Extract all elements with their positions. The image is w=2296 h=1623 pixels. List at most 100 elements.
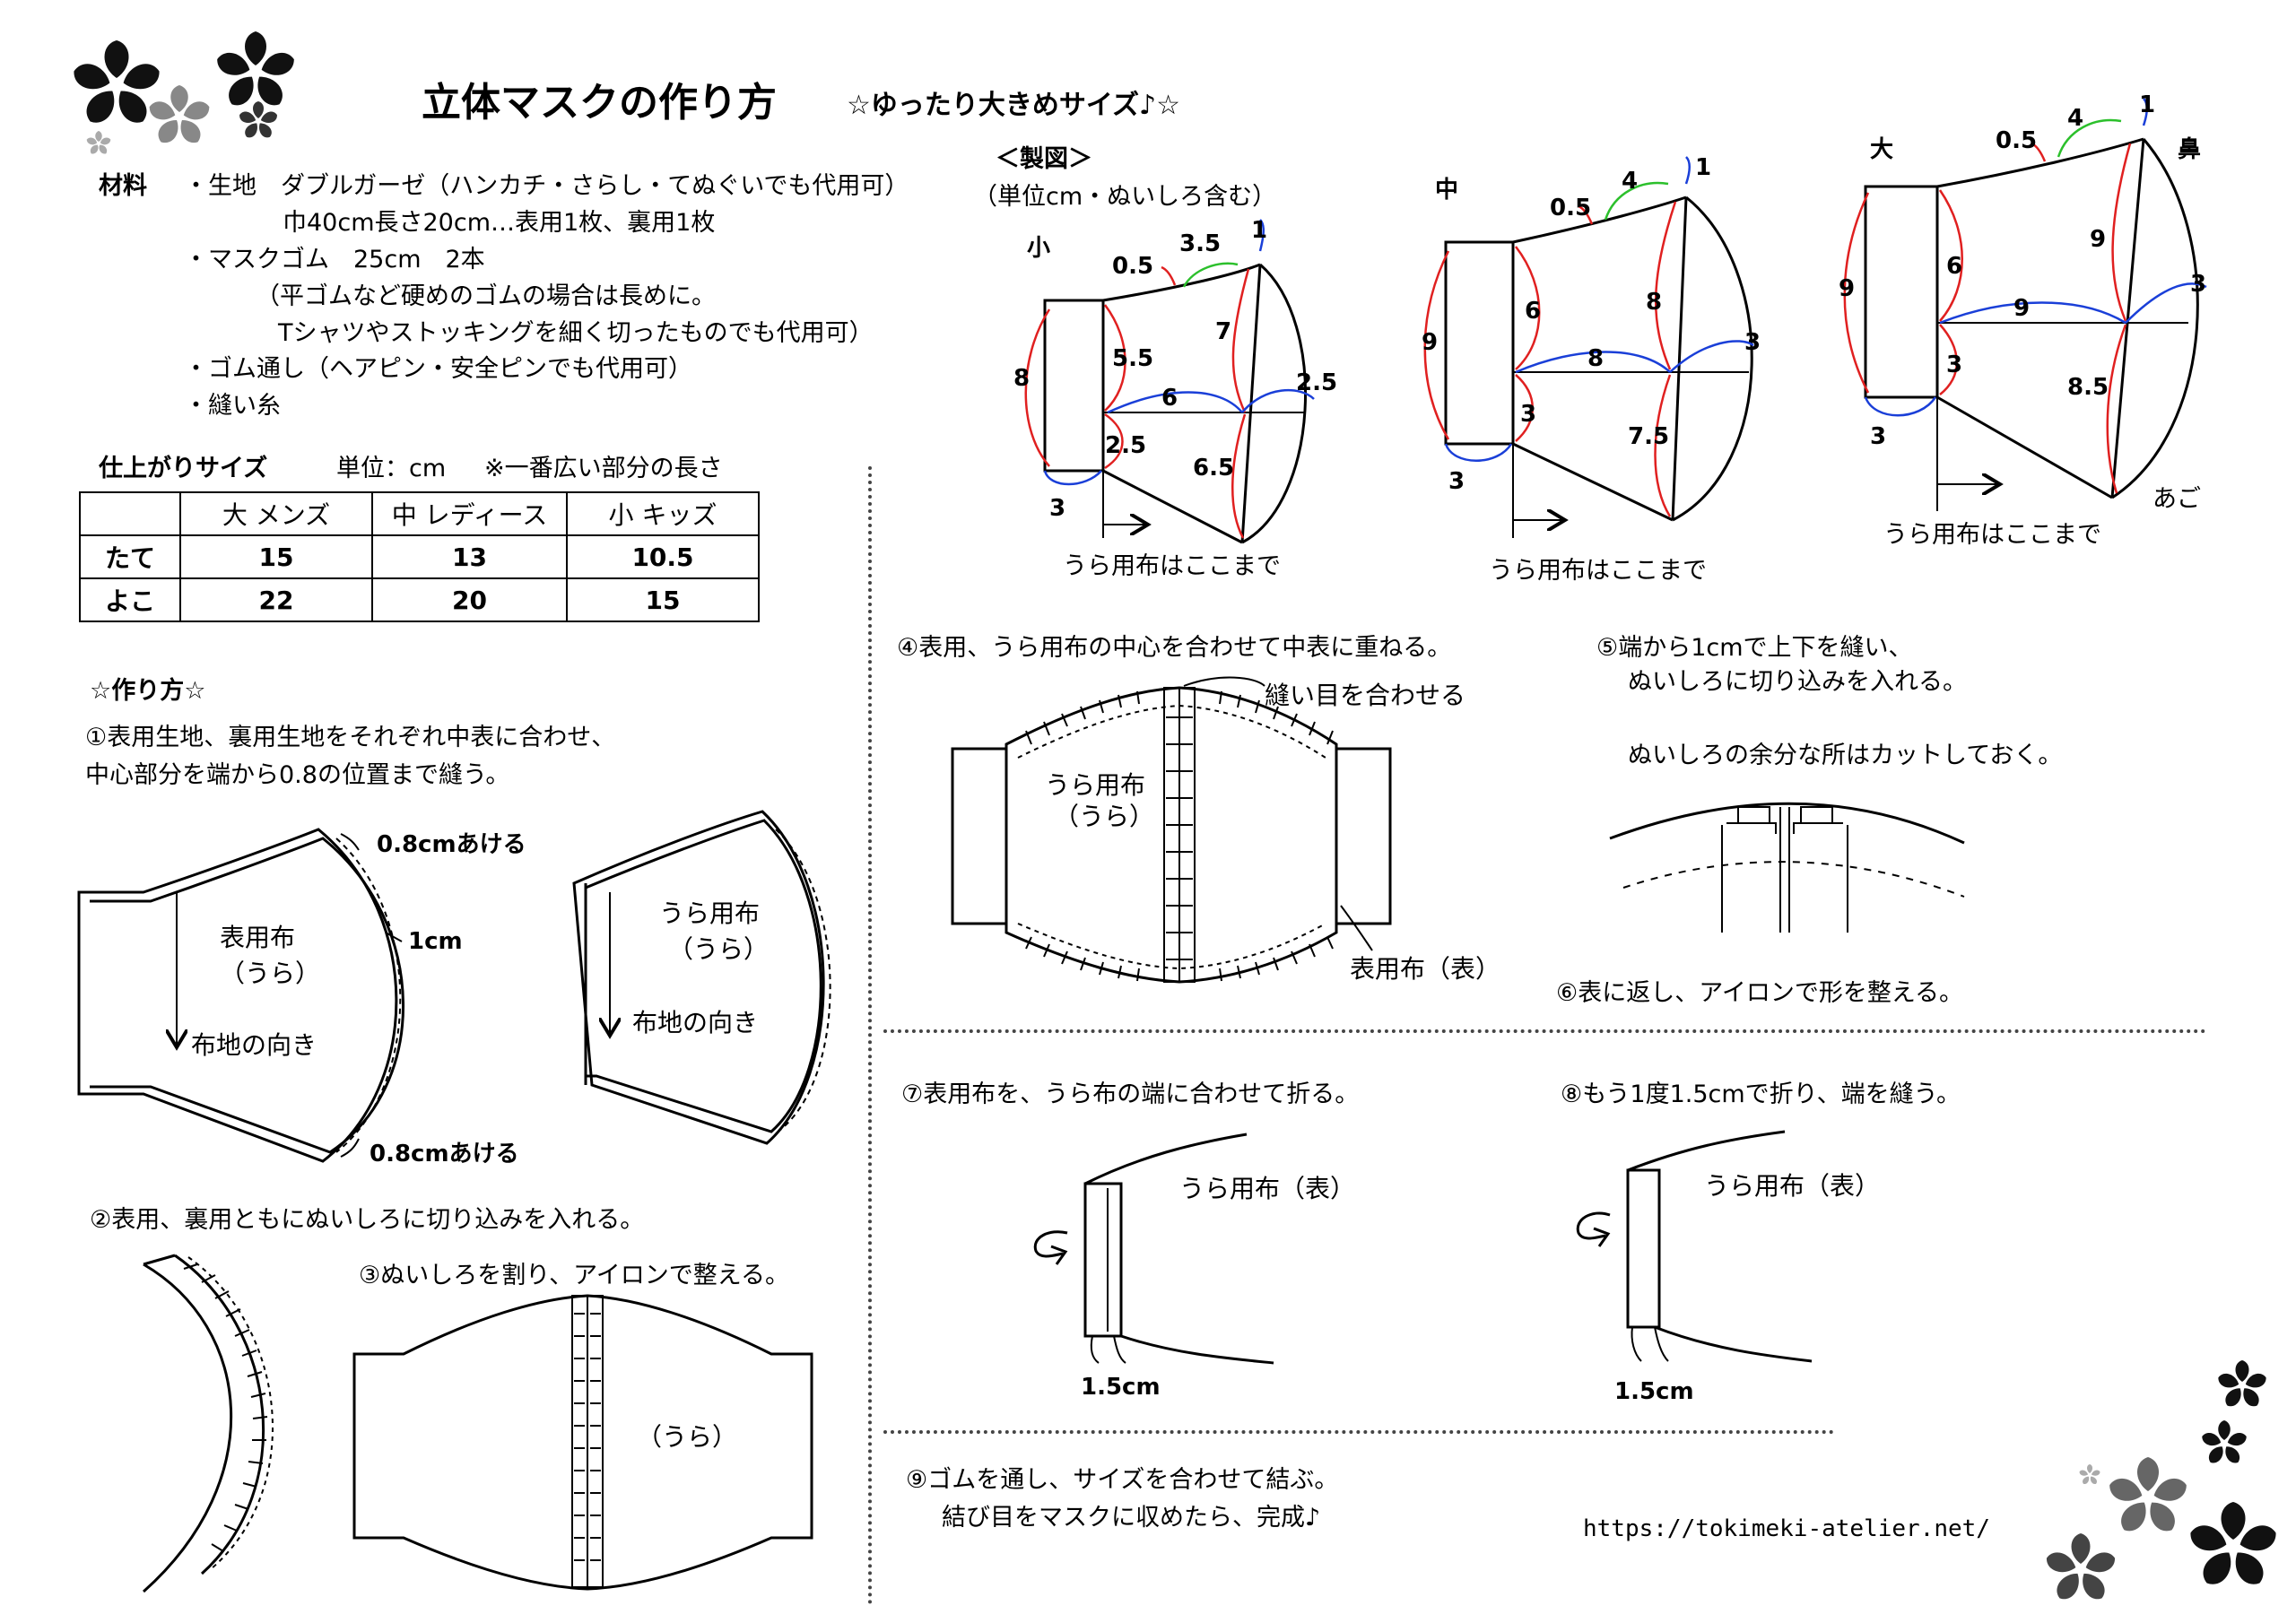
pattern-medium-label: 中 xyxy=(1435,177,1458,204)
front-label: 表用布 xyxy=(220,923,295,952)
step4-mask xyxy=(951,676,1392,984)
lining-end-label: うら用布はここまで xyxy=(1489,557,1707,585)
dim-label: 8.5 xyxy=(2067,374,2109,401)
dim-label: 3 xyxy=(1049,495,1065,522)
dim-label: 8 xyxy=(1646,289,1662,316)
step5-text: ぬいしろに切り込みを入れる。 xyxy=(1628,668,1967,696)
grain-label: 布地の向き xyxy=(191,1030,317,1060)
dim-label: 3.5 xyxy=(1179,230,1221,257)
divider xyxy=(883,1430,1834,1434)
dim-label: 9 xyxy=(1839,275,1855,302)
step8-text: ⑧もう1度1.5cmで折り、端を縫う。 xyxy=(1561,1081,1961,1108)
lining-label: うら用布 xyxy=(1045,770,1145,800)
page-title: 立体マスクの作り方 xyxy=(422,80,777,126)
dim-label: 3 xyxy=(1946,352,1962,378)
dim-label: 3 xyxy=(2190,271,2206,298)
dim-label: 2.5 xyxy=(1296,369,1337,396)
step1-front-piece xyxy=(77,828,404,1163)
dim-label: 4 xyxy=(1622,168,1638,195)
pattern-small-label: 小 xyxy=(1027,235,1050,262)
width-label: 1.5cm xyxy=(1614,1378,1694,1405)
step1-text: 中心部分を端から0.8の位置まで縫う。 xyxy=(85,761,510,789)
divider xyxy=(868,466,872,1605)
sakura-decoration-icon xyxy=(74,31,294,154)
materials-line: 巾40cm長さ20cm…表用1枚、裏用1枚 xyxy=(283,209,716,237)
dim-label: 3 xyxy=(1870,423,1886,450)
dim-label: 6 xyxy=(1161,385,1178,412)
sakura-decoration-icon xyxy=(2046,1360,2276,1600)
table-cell: 15 xyxy=(179,534,373,579)
step4-text: ④表用、うら用布の中心を合わせて中表に重ねる。 xyxy=(897,634,1452,662)
table-row: たて 15 13 10.5 xyxy=(79,534,760,579)
dim-label: 3 xyxy=(1448,468,1465,495)
table-cell: 13 xyxy=(371,534,568,579)
step8-fold xyxy=(1576,1130,1813,1363)
dim-label: 6 xyxy=(1946,253,1962,280)
step2-curve xyxy=(143,1254,274,1593)
materials-line: ・生地 ダブルガーゼ（ハンカチ・さらし・てぬぐいでも代用可） xyxy=(184,172,909,200)
dim-label: 7 xyxy=(1215,318,1231,345)
dim-label: 0.5 xyxy=(1112,253,1153,280)
divider xyxy=(883,1029,2206,1033)
materials-label: 材料 xyxy=(99,172,147,200)
dim-label: 9 xyxy=(1422,329,1438,356)
outer-label: 表用布（表） xyxy=(1350,954,1500,984)
nose-label: 鼻 xyxy=(2178,136,2201,163)
finished-size-note: ※一番広い部分の長さ xyxy=(484,455,723,482)
materials-line: ・縫い糸 xyxy=(184,392,281,420)
dim-label: 0.5 xyxy=(1996,127,2037,154)
step3-snips xyxy=(574,1313,601,1561)
table-row-label: よこ xyxy=(79,577,181,622)
seam-label: 1cm xyxy=(408,928,463,955)
table-header-cell: 中 レディース xyxy=(371,491,568,536)
pattern-large-label: 大 xyxy=(1870,136,1893,163)
step1-text: ①表用生地、裏用生地をそれぞれ中表に合わせ、 xyxy=(85,724,616,751)
finished-size-unit: 単位：cm xyxy=(336,455,447,482)
table-cell: 20 xyxy=(371,577,568,622)
front-label: （うら） xyxy=(220,959,320,988)
site-url[interactable]: https://tokimeki-atelier.net/ xyxy=(1583,1515,1990,1542)
dim-label: 8 xyxy=(1013,365,1030,392)
dim-label: 0.5 xyxy=(1550,195,1591,221)
howto-heading: ☆作り方☆ xyxy=(90,677,206,705)
pattern-unit-note: （単位cm・ぬいしろ含む） xyxy=(973,183,1277,211)
dim-label: 1 xyxy=(2139,91,2155,118)
step2-snips xyxy=(183,1263,268,1552)
dim-label: 9 xyxy=(2013,295,2030,322)
lining-end-label: うら用布はここまで xyxy=(1883,521,2101,549)
pattern-large xyxy=(1864,137,2199,511)
back-label: （うら） xyxy=(668,934,769,964)
step7-text: ⑦表用布を、うら布の端に合わせて折る。 xyxy=(901,1081,1360,1108)
grain-label: 布地の向き xyxy=(632,1008,758,1037)
step3-label: （うら） xyxy=(637,1422,737,1452)
finished-size-heading: 仕上がりサイズ xyxy=(99,455,268,482)
table-cell: 22 xyxy=(179,577,373,622)
dim-label: 5.5 xyxy=(1112,345,1153,372)
materials-line: （平ゴムなど硬めのゴムの場合は長めに。 xyxy=(256,282,716,310)
step9-text: ⑨ゴムを通し、サイズを合わせて結ぶ。 xyxy=(906,1466,1339,1494)
lining-label: （うら） xyxy=(1054,802,1154,831)
pattern-medium-dims xyxy=(1423,156,1754,517)
lining-label: うら用布（表） xyxy=(1179,1174,1355,1203)
seam-match-label: 縫い目を合わせる xyxy=(1265,681,1465,710)
step9-text: 結び目をマスクに収めたら、完成♪ xyxy=(942,1504,1321,1532)
materials-line: ・マスクゴム 25cm 2本 xyxy=(184,246,485,273)
step3-text: ③ぬいしろを割り、アイロンで整える。 xyxy=(359,1262,789,1289)
step3-mask xyxy=(352,1294,813,1591)
step7-fold xyxy=(1033,1133,1274,1365)
gap-label: 0.8cmあける xyxy=(370,1141,519,1167)
pattern-medium xyxy=(1444,195,1753,538)
pattern-small-dims xyxy=(1024,219,1315,539)
materials-line: ・ゴム通し（ヘアピン・安全ピンでも代用可） xyxy=(184,355,692,383)
step5-detail xyxy=(1609,802,1965,933)
table-header-row: 大 メンズ 中 レディース 小 キッズ xyxy=(79,491,760,536)
dim-label: 4 xyxy=(2067,105,2083,132)
table-row-label: たて xyxy=(79,534,181,579)
back-label: うら用布 xyxy=(659,898,760,928)
step1-back-piece xyxy=(572,810,831,1145)
step4-stitches xyxy=(1025,690,1334,982)
dim-label: 6 xyxy=(1525,298,1541,325)
dim-label: 7.5 xyxy=(1628,423,1669,450)
dim-label: 9 xyxy=(2090,226,2106,253)
step2-text: ②表用、裏用ともにぬいしろに切り込みを入れる。 xyxy=(90,1206,645,1234)
